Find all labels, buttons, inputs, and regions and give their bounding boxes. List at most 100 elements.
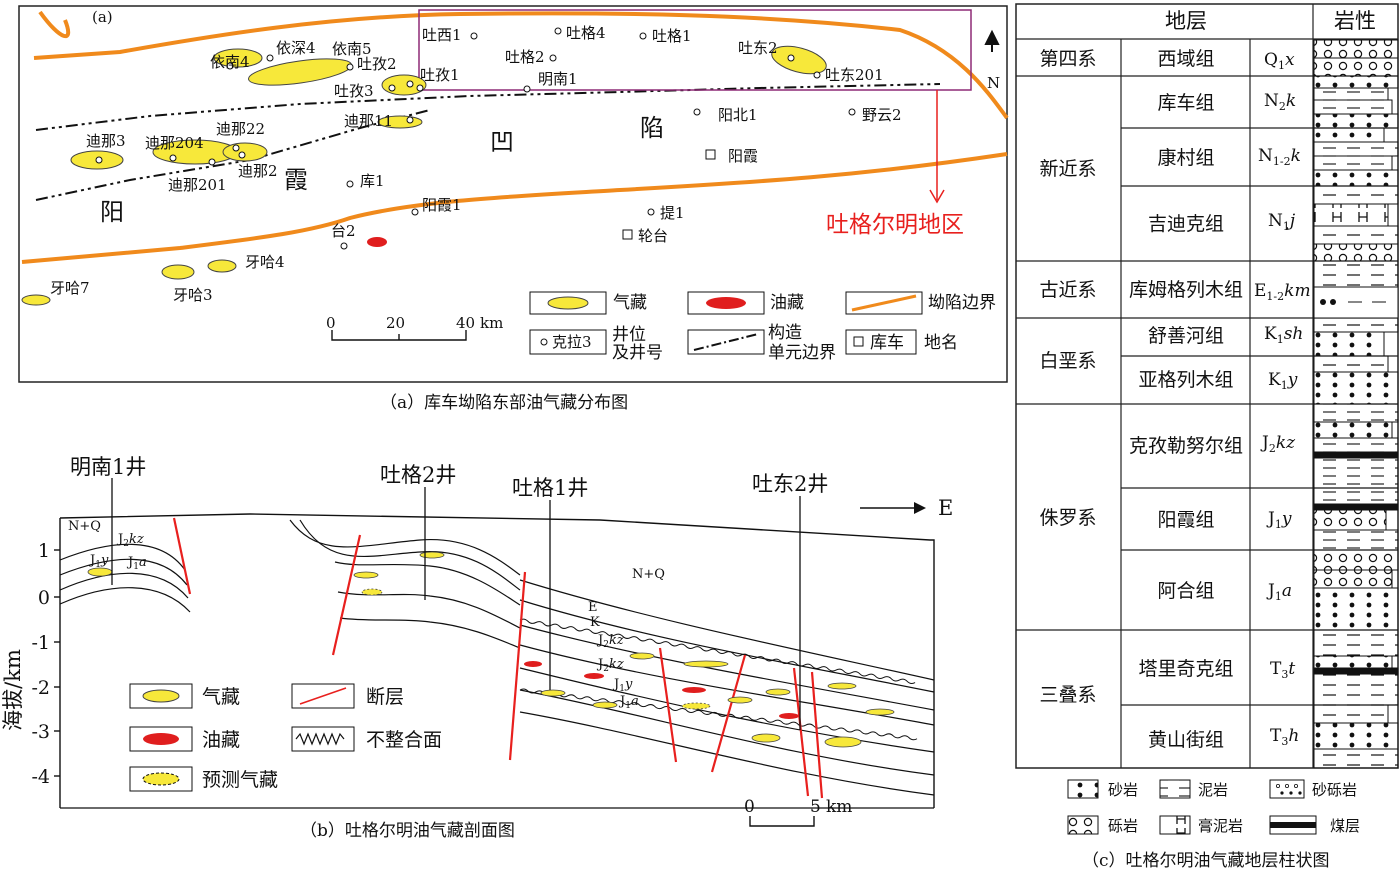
place-marker-yangxia	[705, 149, 716, 160]
system-name: 古近系	[1039, 279, 1096, 301]
well-label: 迪那2	[238, 162, 278, 180]
boundary-south	[21, 152, 1008, 264]
legend-fault: 断层	[366, 686, 404, 708]
legend-unconf: 不整合面	[366, 729, 442, 751]
legend-sandstone-icon	[1067, 779, 1099, 799]
left-layers	[59, 543, 191, 613]
well-label: 牙哈7	[50, 279, 90, 297]
well-label: 迪那11	[344, 112, 393, 130]
system-name: 侏罗系	[1039, 507, 1096, 529]
formation-name: 吉迪克组	[1148, 213, 1224, 235]
legend-gas-icon	[142, 689, 180, 703]
scale-unit: km	[826, 797, 852, 817]
legend-mudstone-icon	[1159, 779, 1191, 799]
well-markers	[95, 27, 856, 250]
legend-pred-icon	[142, 772, 180, 786]
struct-boundary-1	[35, 83, 941, 131]
y-tick-label: -4	[31, 766, 50, 788]
formation-code: T3t	[1270, 659, 1295, 681]
strata-label: J2kz	[116, 532, 144, 549]
legend-unconf-icon	[295, 732, 345, 746]
north-label: N	[987, 74, 1000, 92]
unconformity-line	[519, 688, 918, 741]
panel-a-label: (a)	[92, 8, 113, 26]
formation-name: 库车组	[1157, 92, 1214, 114]
scale-unit: km	[480, 314, 503, 332]
unconformity-line	[519, 618, 916, 684]
strata-label: N+Q	[632, 567, 665, 582]
formation-name: 亚格列木组	[1138, 369, 1233, 391]
y-tick-label: -2	[31, 677, 50, 699]
formation-code: K1y	[1268, 370, 1298, 392]
basin-labels: 阳 霞 凹 陷	[100, 114, 664, 226]
legend-well-line1: 井位	[612, 325, 646, 345]
well-label: 野云2	[862, 106, 902, 124]
well-label: 迪那22	[216, 120, 265, 138]
strata-label: J1y	[88, 553, 109, 570]
legend-oil: 油藏	[770, 293, 804, 313]
system-name: 第四系	[1039, 48, 1096, 70]
strata-label: J2kz	[596, 657, 624, 674]
strata-label: J2kz	[596, 633, 624, 650]
formation-name: 克孜勒努尔组	[1129, 435, 1243, 457]
legend-well-line2: 及井号	[612, 343, 663, 363]
formation-code: N1j	[1268, 211, 1296, 233]
north-arrow-icon	[984, 29, 1000, 52]
header-litho: 岩性	[1334, 9, 1376, 33]
formation-code: N2k	[1264, 91, 1296, 113]
strata-label: K	[590, 615, 600, 630]
pebbly-pattern	[1276, 784, 1302, 795]
scale-tick: 0	[744, 797, 755, 817]
y-axis-label: 海拔/km	[1, 649, 25, 731]
legend-place-icon	[853, 336, 864, 347]
panel-c-caption: （c）吐格尔明油气藏地层柱状图	[1082, 851, 1330, 871]
formation-code: Q1x	[1264, 50, 1295, 72]
legend-conglomerate-icon	[1067, 815, 1099, 835]
section-scale-bar: 0 5 km	[744, 797, 852, 827]
formation-code: N1-2k	[1258, 146, 1301, 168]
mid-layers	[289, 519, 521, 649]
formation-name: 康村组	[1157, 147, 1214, 169]
well-label: 库1	[360, 172, 385, 190]
well-label: 吐格4	[566, 24, 606, 42]
scale-tick: 40	[456, 314, 475, 332]
formation-name: 阳霞组	[1157, 509, 1214, 531]
east-arrowhead-icon	[914, 502, 926, 514]
section-gas	[87, 551, 895, 748]
strata-label: E	[588, 600, 598, 615]
well-label: 吐西1	[422, 26, 462, 44]
y-tick-label: 1	[38, 540, 50, 562]
well-label: 吐东201	[825, 66, 884, 84]
formation-name: 黄山街组	[1148, 729, 1224, 751]
legend-gas: 气藏	[613, 293, 647, 313]
legend-pebbly: 砂砾岩	[1312, 781, 1357, 799]
system-name: 三叠系	[1039, 684, 1096, 706]
faults	[172, 517, 824, 799]
y-tick-label: -1	[31, 632, 50, 654]
legend-conglomerate: 砾岩	[1108, 817, 1138, 835]
well-labels: 依深4 依南5 依南4 吐孜2 吐孜3 吐孜1 吐西1 吐格4 吐格1 吐格2 …	[50, 24, 902, 304]
legend-well-sample: 克拉3	[552, 333, 592, 351]
system-name: 白垩系	[1039, 350, 1096, 372]
well-label: 迪那204	[145, 134, 204, 152]
well-label: 牙哈4	[245, 253, 285, 271]
well-title: 吐格1井	[512, 476, 588, 500]
boundary-north	[33, 10, 1009, 120]
legend-boundary-icon	[851, 294, 917, 312]
oil-field	[367, 237, 387, 247]
legend-gas: 气藏	[202, 686, 240, 708]
strata-label: J1a	[618, 694, 639, 711]
basin-char: 阳	[100, 198, 124, 226]
well-label: 吐孜3	[334, 82, 374, 100]
legend-fault-icon	[299, 687, 347, 705]
formation-name: 塔里奇克组	[1138, 658, 1233, 680]
well-label: 吐东2	[738, 39, 778, 57]
formation-codes: Q1x N2k N1-2k N1j E1-2km K1sh K1y J2kz J…	[1254, 50, 1311, 748]
well-title: 吐格2井	[380, 463, 456, 487]
legend-gypsum-icon	[1159, 815, 1191, 835]
y-ticks	[54, 549, 60, 777]
formation-name: 舒善河组	[1148, 325, 1224, 347]
well-label: 吐格1	[652, 27, 692, 45]
lithology-legend: 砂岩 泥岩 砂砾岩 砾岩 膏泥岩 煤层	[1067, 779, 1360, 835]
